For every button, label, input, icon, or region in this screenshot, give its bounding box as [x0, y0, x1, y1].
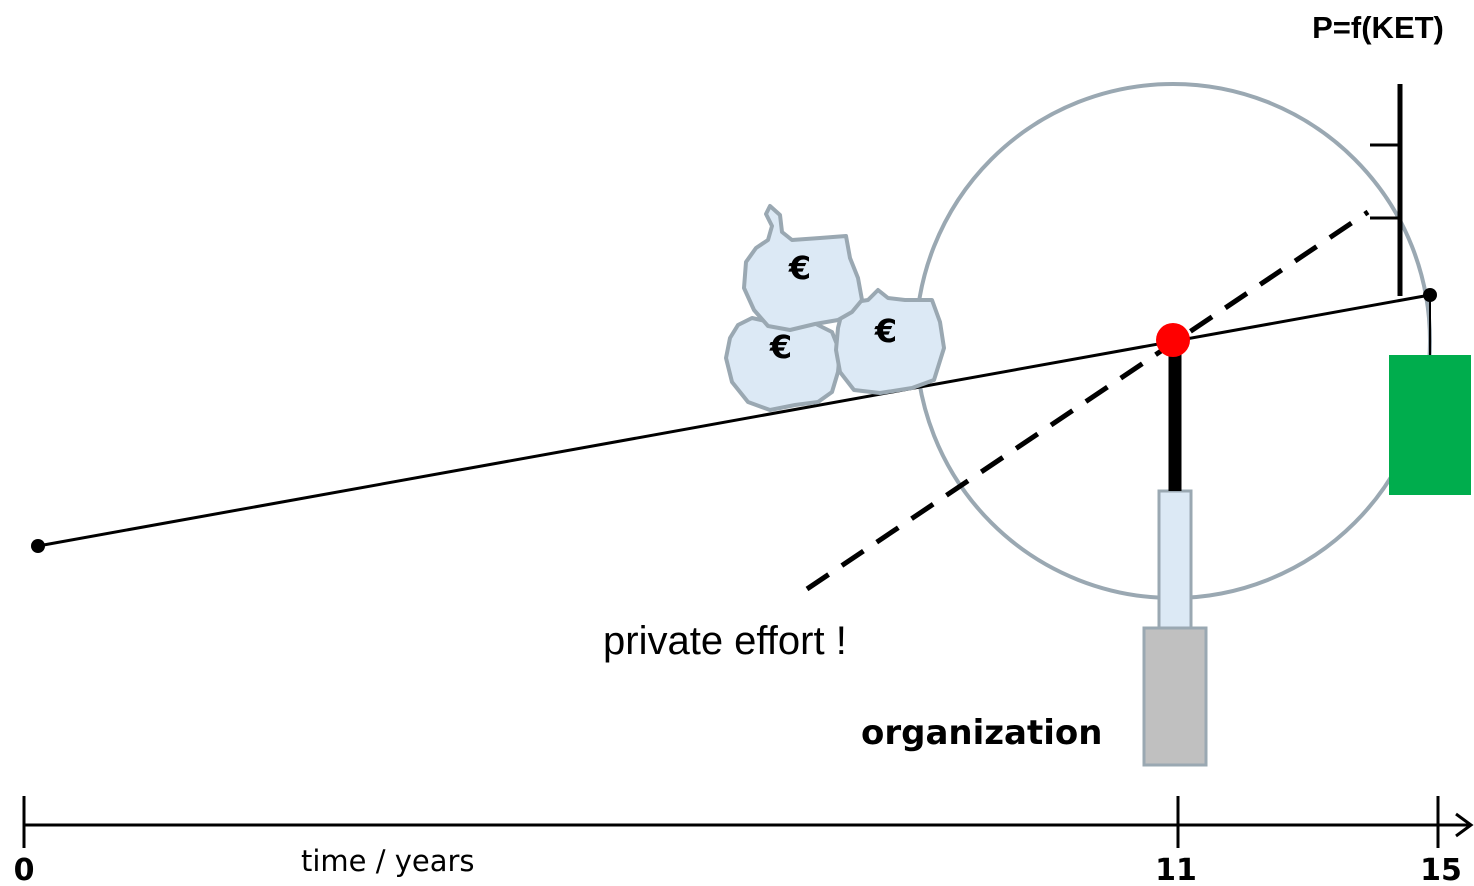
private-effort-label: private effort ! — [603, 619, 847, 663]
euro-symbol: € — [788, 249, 811, 287]
axis-tick-label: 0 — [14, 853, 35, 886]
private-effort-line — [805, 209, 1370, 592]
axis-tick-label: 15 — [1420, 853, 1462, 886]
money-bags — [724, 204, 946, 412]
pivot-point — [1156, 323, 1190, 357]
axis-tick-label: 11 — [1155, 853, 1197, 886]
time-axis: 0 11 15 time / years — [14, 796, 1474, 886]
euro-symbol: € — [769, 328, 792, 366]
lever-end-point — [1423, 288, 1437, 302]
euro-symbol: € — [874, 312, 897, 350]
axis-label: time / years — [301, 844, 475, 878]
lever-start-point — [31, 539, 45, 553]
column-base — [1142, 626, 1208, 767]
axis-arrowhead — [1455, 812, 1474, 838]
lever-line — [37, 293, 1431, 548]
column-upper — [1157, 489, 1193, 632]
money-bag-right — [834, 288, 946, 395]
formula-title: P=f(KET) — [1312, 10, 1444, 45]
counterweight — [1389, 355, 1471, 495]
organization-label: organization — [861, 713, 1102, 753]
money-bag-top — [742, 204, 864, 332]
